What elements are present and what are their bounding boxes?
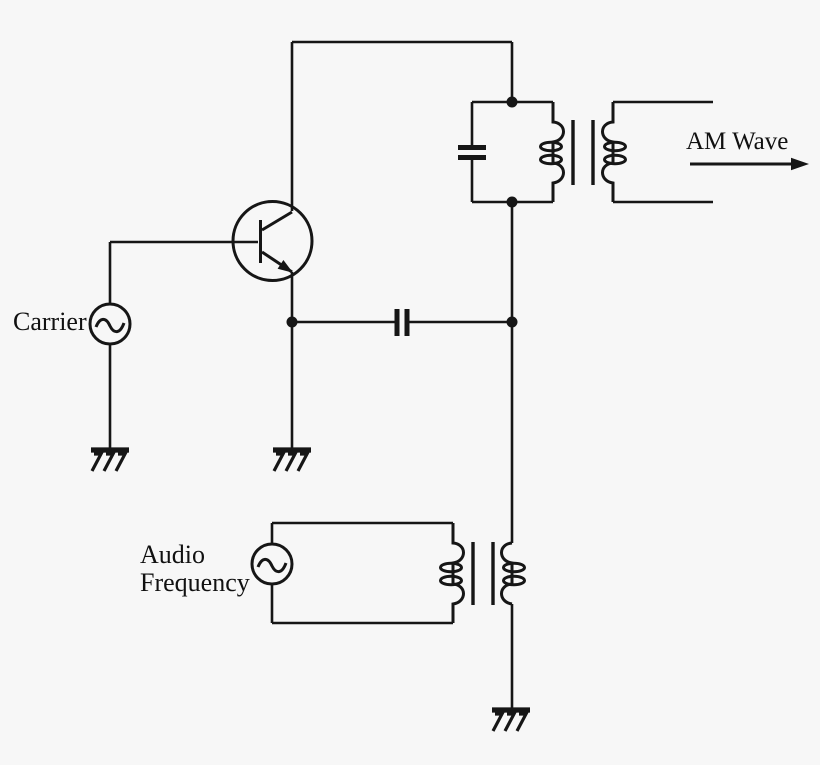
rf-output-transformer [539,102,627,202]
coil-loop-icon [439,574,463,587]
carrier-label: Carrier [13,307,87,336]
npn-transistor [231,200,314,282]
coil-loop-icon [539,140,563,153]
carrier-ac-source [88,302,132,346]
transistor-body-circle [231,200,314,282]
ground-slash [272,452,286,472]
am-wave-output-arrow [690,157,809,171]
audio-frequency-label-line1: Audio [140,540,205,569]
junction-dot [506,316,518,328]
junction-dot [506,196,518,208]
ground-slash [90,452,104,472]
ground-slash [284,452,298,472]
sine-wave-icon [256,557,288,574]
tank-capacitor [458,145,486,160]
coupling-capacitor [394,309,410,336]
sine-wave-icon [94,317,126,334]
ground-slash [102,452,116,472]
junction-dots [286,96,518,328]
ground-carrier [90,447,129,472]
audio-coupling-transformer [439,523,526,623]
coil-loop-icon [439,561,463,574]
audio-source-circle [250,542,294,586]
secondary-coil [601,102,615,202]
coil-loop-icon [502,574,526,587]
coil-loop-icon [539,153,563,166]
ground-slash [503,712,517,732]
audio-ac-source [250,542,294,586]
ground-slash [491,712,505,732]
primary-coil [551,102,565,202]
audio-frequency-label-line2: Frequency [140,568,250,597]
junction-dot [506,96,518,108]
am-wave-label: AM Wave [686,128,788,155]
ground-slash [114,452,128,472]
primary-coil [451,523,465,623]
secondary-coil [500,541,514,606]
coil-loop-icon [502,561,526,574]
ground-emitter [272,447,311,472]
coil-loop-icon [603,153,627,166]
transistor-emitter-arrow-icon [277,260,293,273]
junction-dot [286,316,298,328]
transistor-collector-line [261,210,293,232]
ground-bottom [491,707,530,732]
arrow-head-icon [791,157,809,171]
carrier-source-circle [88,302,132,346]
ground-slash [515,712,529,732]
ground-slash [296,452,310,472]
coil-loop-icon [603,140,627,153]
